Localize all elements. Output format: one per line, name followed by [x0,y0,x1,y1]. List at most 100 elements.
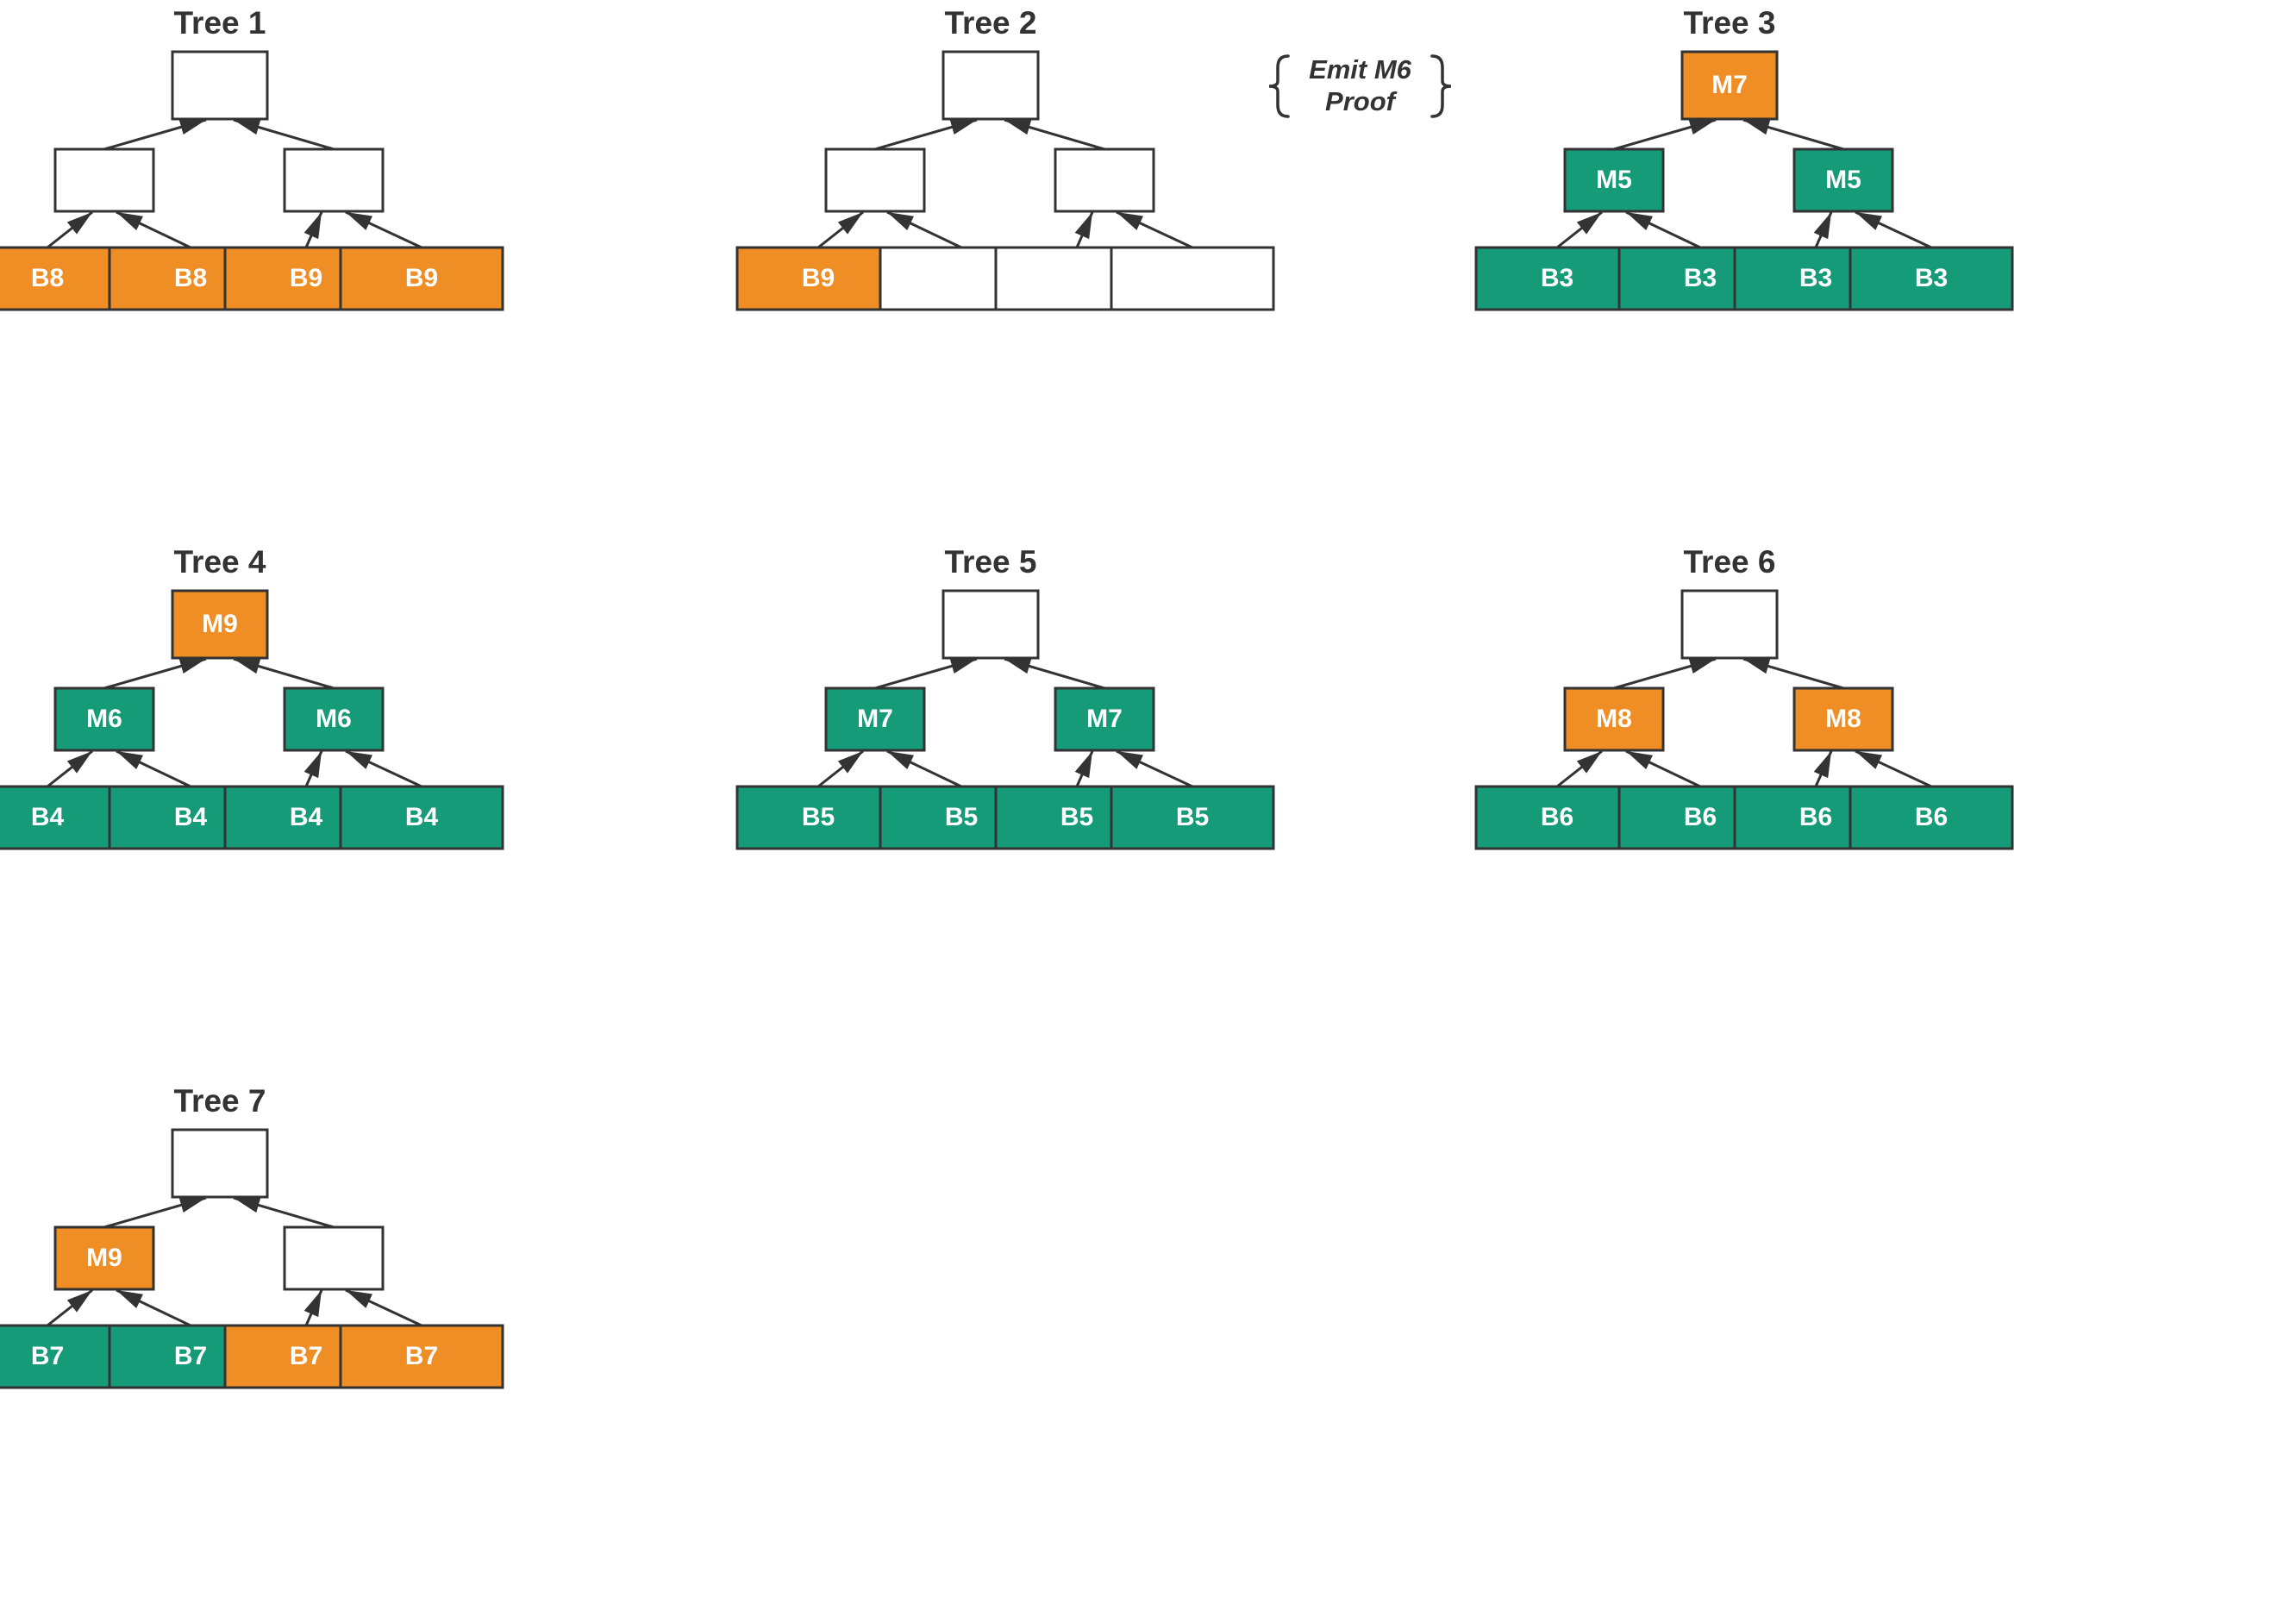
arrowhead-1-leaf2-to-mid1 [303,212,322,240]
arrowhead-1-leaf3-to-mid1 [346,212,372,230]
tree5-leaf3-label: B5 [1060,803,1093,831]
tree-title-1: Tree 1 [174,5,266,41]
tree6-root-box[interactable] [1680,589,1779,660]
arrowhead-3-leaf1-to-mid0 [1626,212,1653,231]
arrowhead-1-mid0-to-root [178,119,206,135]
annotation-line-1: Emit M6 [1309,54,1412,85]
tree5-leaf4-box[interactable] [1110,785,1275,850]
tree6-mid2-box[interactable] [1792,686,1894,752]
arrowhead-5-mid1-to-root [1004,658,1032,674]
tree4-leaf1-label: B4 [31,803,65,831]
arrowhead-7-leaf3-to-mid1 [346,1290,372,1308]
tree3-leaf2-label: B3 [1684,264,1717,292]
arrowhead-2-leaf2-to-mid1 [1074,212,1092,240]
tree-title-2: Tree 2 [945,5,1037,41]
tree6-leaf4-label: B6 [1915,803,1948,831]
arrowhead-3-mid1-to-root [1743,119,1771,135]
tree4-mid2-box[interactable] [283,686,385,752]
tree4-leaf4-box[interactable] [339,785,504,850]
tree7-leaf4-label: B7 [405,1342,438,1370]
tree7-mid1-label: M9 [86,1244,122,1272]
tree4-leaf3-label: B4 [290,803,323,831]
tree6-leaf3-label: B6 [1799,803,1832,831]
tree6-mid2-label: M8 [1825,705,1861,733]
tree5-leaf4-label: B5 [1176,803,1209,831]
arrowhead-6-leaf1-to-mid0 [1626,751,1653,770]
tree7-mid1-box[interactable] [53,1225,155,1291]
tree7-leaf4-box[interactable] [339,1324,504,1389]
tree-title-3: Tree 3 [1684,5,1776,41]
tree3-leaf4-label: B3 [1915,264,1948,292]
arrowhead-4-leaf0-to-mid0 [66,751,92,774]
arrowhead-4-mid0-to-root [178,658,206,674]
arrowhead-6-mid0-to-root [1688,658,1716,674]
arrowhead-6-leaf0-to-mid0 [1576,751,1602,774]
arrowhead-2-leaf0-to-mid0 [837,212,863,235]
tree6-mid1-box[interactable] [1563,686,1665,752]
arrowhead-4-leaf3-to-mid1 [346,751,372,769]
tree-title-7: Tree 7 [174,1083,266,1119]
tree2-mid1-box[interactable] [824,147,926,213]
left-curly-brace-icon [1268,54,1290,118]
tree1-leaf4-label: B9 [405,264,438,292]
arrowhead-7-leaf0-to-mid0 [66,1290,92,1313]
arrowhead-1-leaf1-to-mid0 [116,212,143,231]
arrowhead-5-mid0-to-root [949,658,977,674]
arrowhead-5-leaf3-to-mid1 [1117,751,1143,769]
tree1-mid2-box[interactable] [283,147,385,213]
tree3-root-box[interactable] [1680,50,1779,121]
tree1-leaf4-box[interactable] [339,246,504,311]
tree1-root-box[interactable] [171,50,269,121]
tree3-leaf3-label: B3 [1799,264,1832,292]
tree4-root-box[interactable] [171,589,269,660]
arrowhead-3-leaf3-to-mid1 [1855,212,1882,230]
arrowhead-5-leaf0-to-mid0 [837,751,863,774]
tree7-leaf1-box[interactable] [0,1324,130,1389]
tree5-root-box[interactable] [942,589,1040,660]
arrowhead-4-mid1-to-root [234,658,261,674]
tree3-leaf4-box[interactable] [1849,246,2014,311]
tree1-mid1-box[interactable] [53,147,155,213]
tree5-mid1-box[interactable] [824,686,926,752]
tree3-mid2-box[interactable] [1792,147,1894,213]
tree6-leaf2-label: B6 [1684,803,1717,831]
tree4-mid1-label: M6 [86,705,122,733]
tree4-leaf2-label: B4 [174,803,208,831]
arrowhead-6-leaf2-to-mid1 [1813,751,1831,779]
tree6-leaf4-box[interactable] [1849,785,2014,850]
arrowhead-2-leaf3-to-mid1 [1117,212,1143,230]
tree-group-2: Tree 2 B9 [735,5,1275,311]
arrowhead-6-leaf3-to-mid1 [1855,751,1882,769]
tree6-leaf1-label: B6 [1541,803,1573,831]
right-curly-brace-icon [1430,54,1452,118]
tree1-leaf1-label: B8 [31,264,64,292]
arrowhead-7-leaf2-to-mid1 [303,1290,322,1318]
arrowhead-5-leaf2-to-mid1 [1074,751,1092,779]
tree2-leaf4-box[interactable] [1110,246,1275,311]
tree3-leaf1-label: B3 [1541,264,1573,292]
tree7-root-box[interactable] [171,1128,269,1199]
tree7-mid2-box[interactable] [283,1225,385,1291]
tree1-leaf1-box[interactable] [0,246,130,311]
tree7-leaf3-label: B7 [290,1342,322,1370]
tree4-mid1-box[interactable] [53,686,155,752]
tree6-mid1-label: M8 [1596,705,1632,733]
tree5-mid2-box[interactable] [1054,686,1155,752]
tree3-mid1-label: M5 [1596,166,1632,194]
tree7-leaf1-label: B7 [31,1342,64,1370]
tree5-leaf2-label: B5 [945,803,978,831]
arrowhead-4-leaf2-to-mid1 [303,751,322,779]
tree2-leaf1-label: B9 [802,264,835,292]
arrowhead-6-mid1-to-root [1743,658,1771,674]
tree3-mid1-box[interactable] [1563,147,1665,213]
tree2-root-box[interactable] [942,50,1040,121]
tree4-root-label: M9 [202,610,238,638]
tree3-mid2-label: M5 [1825,166,1861,194]
tree3-leaf1-box[interactable] [1474,246,1640,311]
arrowhead-3-mid0-to-root [1688,119,1716,135]
tree4-mid2-label: M6 [316,705,352,733]
tree2-mid2-box[interactable] [1054,147,1155,213]
